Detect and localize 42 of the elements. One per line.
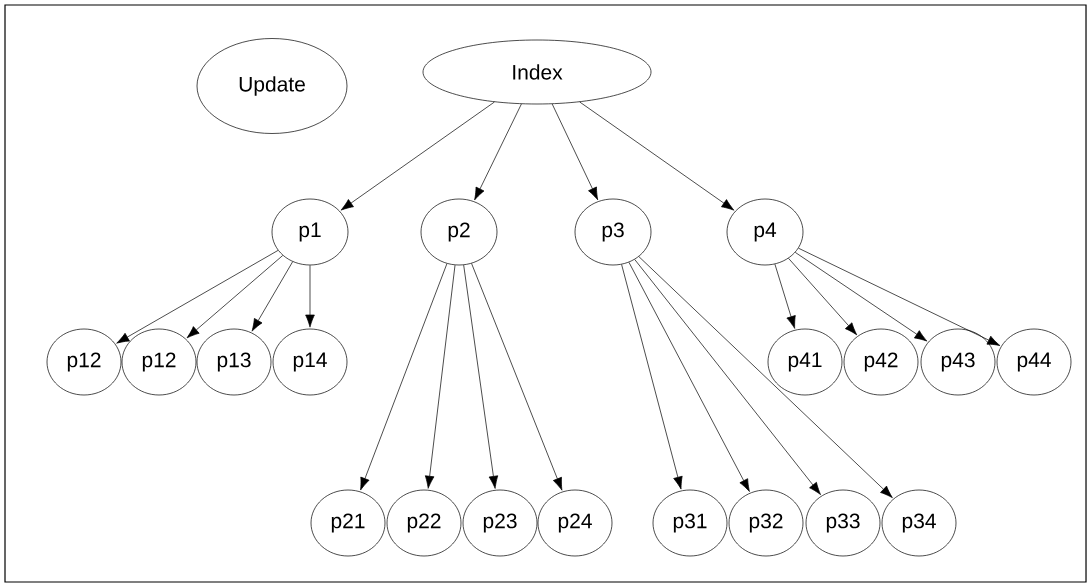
arrow	[621, 264, 683, 490]
circle-node: p23	[462, 489, 538, 557]
arrow	[251, 261, 293, 332]
arrow	[788, 258, 858, 336]
arrow	[634, 259, 821, 495]
arrow	[424, 264, 456, 489]
circle-node: p21	[310, 489, 386, 557]
arrow	[305, 265, 315, 328]
circle-node: p13	[196, 328, 272, 396]
circle-node: p32	[728, 489, 804, 557]
circle-node: p42	[843, 328, 919, 396]
arrow	[551, 103, 599, 201]
arrow	[579, 101, 735, 211]
circle-node: p12	[46, 328, 122, 396]
arrow	[463, 264, 499, 489]
arrow	[798, 247, 1001, 346]
circle-node: p2	[420, 198, 498, 266]
circle-node: p4	[726, 198, 804, 266]
ellipse-node: Update	[196, 38, 348, 134]
circle-node: p43	[920, 328, 996, 396]
arrow	[774, 263, 796, 329]
circle-node: p44	[996, 328, 1072, 396]
circle-node: p3	[574, 198, 652, 266]
arrow	[474, 103, 522, 201]
circle-node: p14	[272, 328, 348, 396]
arrow	[628, 261, 750, 492]
ellipse-node: Index	[422, 39, 652, 105]
circle-node: p33	[805, 489, 881, 557]
arrow	[638, 256, 893, 498]
circle-node: p12	[121, 328, 197, 396]
circle-node: p1	[271, 198, 349, 266]
circle-node: p24	[537, 489, 613, 557]
arrow	[116, 250, 279, 344]
circle-node: p22	[386, 489, 462, 557]
arrow	[471, 263, 563, 491]
arrow	[360, 263, 448, 491]
arrow	[186, 255, 284, 339]
circle-node: p41	[767, 328, 843, 396]
circle-node: p31	[652, 489, 728, 557]
arrow	[795, 252, 928, 342]
circle-node: p34	[881, 489, 957, 557]
arrow	[340, 101, 495, 211]
